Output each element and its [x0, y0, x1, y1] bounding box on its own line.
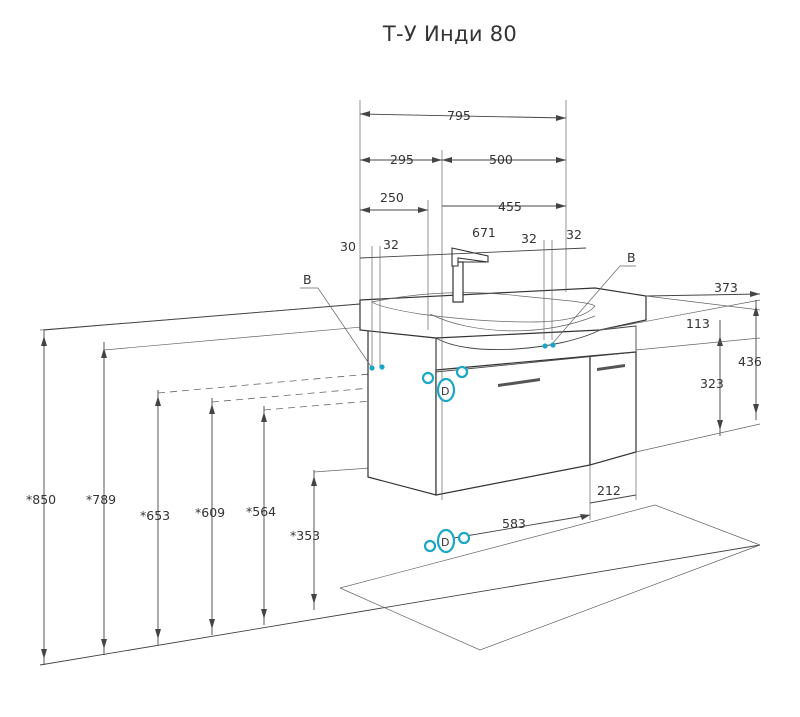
drain-connector-lower — [436, 528, 456, 554]
dim-32-right: 32 — [566, 227, 582, 242]
pipe-connector — [457, 531, 471, 545]
water-outlet-dot — [369, 365, 375, 371]
dim-height-789: *789 — [86, 492, 116, 507]
dim-32-left: 32 — [383, 237, 399, 252]
drain-connector-upper — [436, 377, 456, 403]
top-dimension-lines — [359, 100, 587, 500]
dim-height-850: *850 — [26, 492, 56, 507]
dim-113: 113 — [686, 316, 710, 331]
dim-373: 373 — [714, 280, 738, 295]
pipe-connector — [455, 365, 469, 379]
dim-height-609: *609 — [195, 505, 225, 520]
dim-671: 671 — [472, 225, 496, 240]
pipe-connector — [423, 539, 437, 553]
label-d-upper: D — [441, 385, 449, 398]
water-outlet-dot — [379, 364, 385, 370]
label-b-left: B — [303, 272, 312, 287]
drawing-title: Т-У Инди 80 — [382, 22, 518, 46]
water-outlet-dot — [550, 342, 556, 348]
dim-30: 30 — [340, 239, 356, 254]
water-outlet-dot — [542, 343, 548, 349]
dim-right-part: 500 — [489, 152, 513, 167]
dim-455: 455 — [498, 199, 522, 214]
dim-436: 436 — [738, 354, 762, 369]
dimension-labels: 795 295 500 250 455 671 30 32 32 32 B B … — [26, 108, 762, 549]
right-dimension-lines — [599, 291, 761, 453]
label-d-lower: D — [441, 536, 449, 549]
dim-height-353: *353 — [290, 528, 320, 543]
dim-583: 583 — [502, 516, 526, 531]
dim-212: 212 — [597, 483, 621, 498]
pipe-connector — [421, 371, 435, 385]
dim-250: 250 — [380, 190, 404, 205]
dim-height-564: *564 — [246, 504, 276, 519]
connectors — [369, 342, 556, 554]
dim-left-part: 295 — [390, 152, 414, 167]
b-leader-lines — [300, 265, 636, 369]
dim-overall-width: 795 — [447, 108, 471, 123]
dim-32-mid: 32 — [521, 231, 537, 246]
dim-height-653: *653 — [140, 508, 170, 523]
label-b-right: B — [627, 250, 636, 265]
dim-323: 323 — [700, 376, 724, 391]
